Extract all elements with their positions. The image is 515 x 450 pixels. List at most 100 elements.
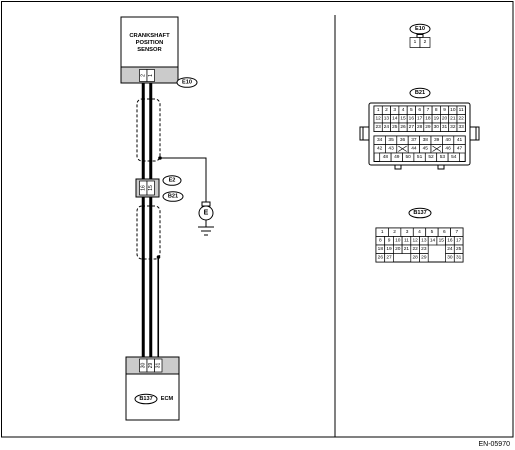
ecm-module: 30 29 31 B137 ECM xyxy=(125,356,180,421)
pin-number: 18 xyxy=(425,115,431,121)
pin-number: 14 xyxy=(430,237,436,243)
pin-cell xyxy=(419,253,429,263)
wire-shield-upper xyxy=(136,98,161,162)
shield-splice-dot-lower xyxy=(156,255,161,259)
pin-number: 20 xyxy=(395,246,401,252)
pin-number: 22 xyxy=(412,246,418,252)
sensor-connector-tag: E10 xyxy=(176,77,198,88)
pin-number: 33 xyxy=(458,124,464,130)
pin-number: 48 xyxy=(383,154,389,160)
pin-number: 53 xyxy=(440,154,446,160)
pin-number: 1 xyxy=(381,229,384,235)
pin-number: 2 xyxy=(385,107,388,113)
pin-number: 15 xyxy=(400,115,406,121)
sensor-pin-cell xyxy=(146,69,155,82)
pin-number: 12 xyxy=(412,237,418,243)
pin-number: 30 xyxy=(434,124,440,130)
pin-number: 25 xyxy=(392,124,398,130)
ecm-pin-number: 29 xyxy=(148,363,154,369)
pin-number: 34 xyxy=(377,137,383,143)
junction-connector: 16 15 xyxy=(135,178,160,198)
sensor-pin-number: 1 xyxy=(148,74,154,77)
pin-number: 36 xyxy=(400,137,406,143)
pin-number: 19 xyxy=(434,115,440,121)
pin-number: 44 xyxy=(411,145,417,151)
ecm-pin-number: 31 xyxy=(155,363,161,369)
pin-number: 9 xyxy=(388,237,391,243)
figure-code: EN-05970 xyxy=(478,441,510,448)
ground-icon xyxy=(198,226,214,236)
pin-number: 31 xyxy=(456,254,462,260)
pin-number: 25 xyxy=(456,246,462,252)
junction-pin-number: 15 xyxy=(148,185,154,191)
junction-pin-number: 16 xyxy=(140,185,146,191)
pin-number: 22 xyxy=(458,115,464,121)
pin-number: 13 xyxy=(384,115,390,121)
pin-number: 18 xyxy=(378,246,384,252)
pin-number: 27 xyxy=(386,254,392,260)
b21-bottom-key xyxy=(394,164,402,170)
b137-face-label: B137 xyxy=(413,210,426,216)
pin-number: 3 xyxy=(406,229,409,235)
b21-bottom-key xyxy=(437,164,445,170)
ground-terminal xyxy=(201,201,211,207)
ground-wire xyxy=(160,157,207,202)
ecm-name: ECM xyxy=(161,396,174,402)
b21-left-tab xyxy=(359,126,370,141)
pin-number: 24 xyxy=(447,246,453,252)
pin-number: 6 xyxy=(443,229,446,235)
junction-pin-cell xyxy=(146,180,155,196)
pin-number: 9 xyxy=(443,107,446,113)
pin-number: 19 xyxy=(386,246,392,252)
pin-number: 28 xyxy=(412,254,418,260)
pin-number: 26 xyxy=(400,124,406,130)
ecm-pin-number: 30 xyxy=(140,363,146,369)
pin-number: 4 xyxy=(418,229,421,235)
pin-cell xyxy=(419,37,431,48)
pin-number: 51 xyxy=(417,154,423,160)
pin-number: 42 xyxy=(377,145,383,151)
pin-number: 11 xyxy=(404,237,409,243)
pin-number: 39 xyxy=(434,137,440,143)
junction-lower-label: B21 xyxy=(168,194,178,200)
pin-number: 23 xyxy=(421,246,427,252)
pin-number: 21 xyxy=(450,115,456,121)
pin-number: 38 xyxy=(423,137,429,143)
pin-number: 54 xyxy=(451,154,457,160)
pin-number: 2 xyxy=(393,229,396,235)
junction-upper-tag: E2 xyxy=(162,175,182,186)
pin-number: 46 xyxy=(445,145,451,151)
crankshaft-position-sensor: CRANKSHAFT POSITION SENSOR 2 1 xyxy=(120,16,179,84)
e10-face-label: E10 xyxy=(415,26,425,32)
pin-number: 14 xyxy=(392,115,398,121)
pin-number: 50 xyxy=(406,154,412,160)
pin-number: 8 xyxy=(435,107,438,113)
pin-number: 13 xyxy=(421,237,427,243)
ecm-connector-label: B137 xyxy=(139,396,152,402)
pin-number: 23 xyxy=(375,124,381,130)
pin-number: 45 xyxy=(423,145,429,151)
pin-number: 43 xyxy=(388,145,394,151)
b21-right-tab xyxy=(469,126,480,141)
pin-number: 12 xyxy=(375,115,381,121)
pin-number: 41 xyxy=(457,137,463,143)
junction-lower-tag: B21 xyxy=(162,191,184,202)
pin-number: 26 xyxy=(378,254,384,260)
pin-number: 2 xyxy=(424,39,427,45)
pin-number: 1 xyxy=(414,39,417,45)
pin-number: 5 xyxy=(431,229,434,235)
blocked-pin-mark xyxy=(398,145,407,152)
pin-number: 4 xyxy=(402,107,405,113)
pin-number: 24 xyxy=(384,124,390,130)
pin-number: 11 xyxy=(459,107,464,113)
pin-cell xyxy=(456,122,466,132)
pin-number: 32 xyxy=(450,124,456,130)
ground-point-label: E xyxy=(204,210,209,217)
pin-number: 27 xyxy=(409,124,415,130)
junction-upper-label: E2 xyxy=(169,178,176,184)
pin-number: 5 xyxy=(410,107,413,113)
